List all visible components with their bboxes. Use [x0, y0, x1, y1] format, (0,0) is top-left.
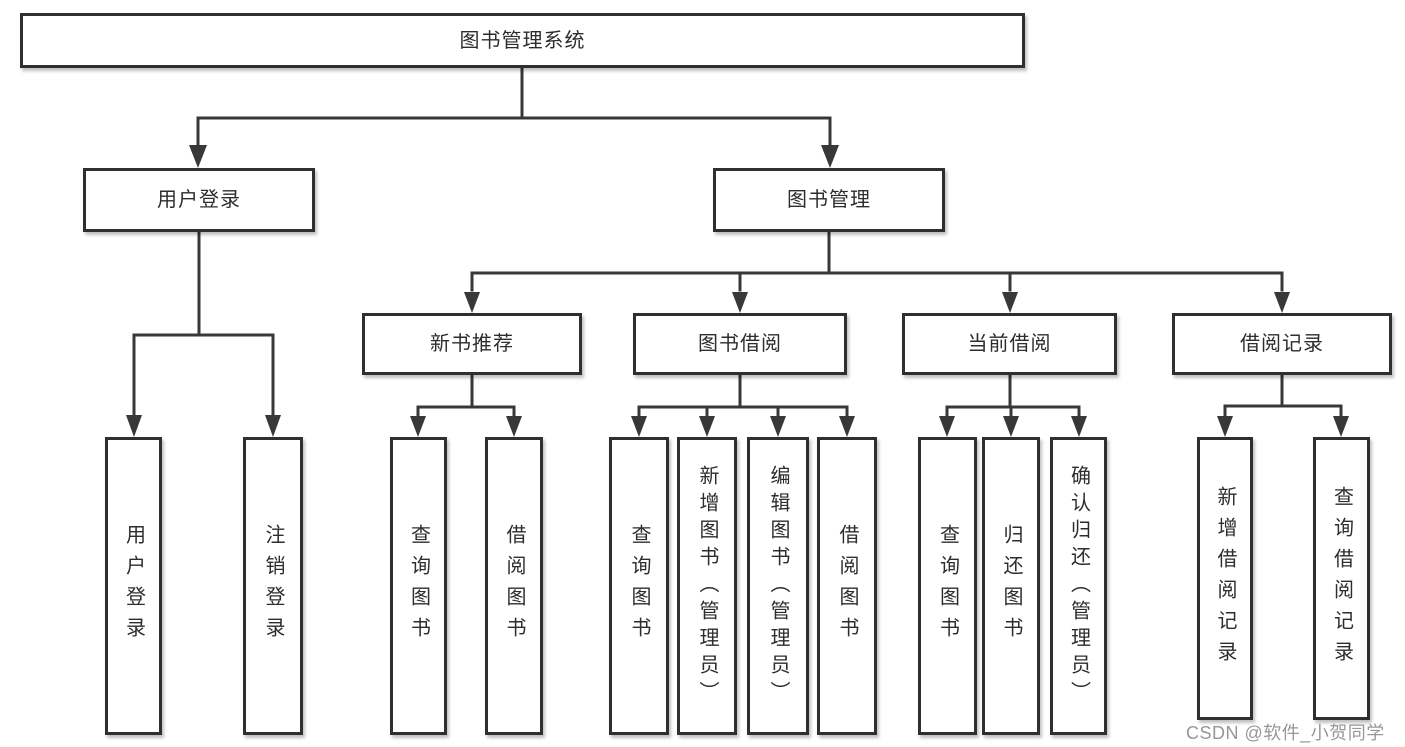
leaf-logout: 注销登录 [243, 437, 303, 735]
node-root: 图书管理系统 [20, 13, 1025, 68]
leaf-query-books-current-label: 查询图书 [936, 524, 959, 648]
leaf-query-books-borrow-label: 查询图书 [628, 524, 650, 648]
leaf-query-books-current: 查询图书 [918, 437, 977, 735]
leaf-add-borrow-record-label: 新增借阅记录 [1214, 485, 1236, 672]
node-user-login-label: 用户登录 [157, 189, 241, 211]
leaf-return-books: 归还图书 [982, 437, 1040, 735]
node-book-management: 图书管理 [713, 168, 945, 232]
connector-userlogin-rail [132, 333, 275, 416]
node-new-book-recommend-label: 新书推荐 [430, 333, 514, 355]
node-book-borrow-label: 图书借阅 [698, 333, 782, 355]
leaf-query-books-recommend: 查询图书 [390, 437, 447, 735]
connector-borrowrecord-rail [1223, 404, 1343, 417]
node-book-management-label: 图书管理 [787, 189, 871, 211]
node-current-borrow-label: 当前借阅 [967, 333, 1052, 355]
arrowheads [126, 145, 1349, 437]
connector-bookmgmt-rail [470, 271, 1284, 292]
leaf-borrow-books: 借阅图书 [817, 437, 877, 735]
connector-currentborrow-rail [945, 405, 1081, 417]
leaf-add-books-admin: 新增图书（管理员） [677, 437, 737, 735]
leaf-borrow-books-recommend: 借阅图书 [485, 437, 543, 735]
node-new-book-recommend: 新书推荐 [362, 313, 582, 375]
node-current-borrow: 当前借阅 [902, 313, 1117, 375]
leaf-logout-label: 注销登录 [262, 524, 284, 648]
connector-newbook-rail [416, 405, 516, 417]
node-borrow-record: 借阅记录 [1172, 313, 1392, 375]
leaf-query-borrow-record: 查询借阅记录 [1313, 437, 1370, 720]
leaf-confirm-return-admin-label: 确认归还（管理员） [1067, 464, 1090, 708]
leaf-user-login-label: 用户登录 [122, 524, 145, 648]
leaf-query-borrow-record-label: 查询借阅记录 [1330, 485, 1353, 672]
node-borrow-record-label: 借阅记录 [1240, 333, 1324, 355]
leaf-borrow-books-label: 借阅图书 [836, 524, 858, 648]
leaf-edit-books-admin: 编辑图书（管理员） [747, 437, 809, 735]
leaf-query-books-borrow: 查询图书 [609, 437, 669, 735]
node-user-login: 用户登录 [83, 168, 315, 232]
watermark-text: CSDN @软件_小贺同学 [1186, 723, 1385, 743]
leaf-confirm-return-admin: 确认归还（管理员） [1050, 437, 1107, 735]
node-book-borrow: 图书借阅 [633, 313, 847, 375]
watermark: CSDN @软件_小贺同学 [1186, 719, 1385, 745]
leaf-query-books-recommend-label: 查询图书 [407, 524, 430, 648]
leaf-return-books-label: 归还图书 [1000, 524, 1022, 648]
leaf-add-books-admin-label: 新增图书（管理员） [696, 464, 718, 708]
node-root-label: 图书管理系统 [459, 29, 586, 52]
leaf-add-borrow-record: 新增借阅记录 [1197, 437, 1253, 720]
connector-root-rail [196, 116, 832, 146]
leaf-user-login: 用户登录 [105, 437, 162, 735]
leaf-edit-books-admin-label: 编辑图书（管理员） [767, 464, 789, 708]
connector-bookborrow-rail [637, 405, 849, 417]
leaf-borrow-books-recommend-label: 借阅图书 [503, 524, 525, 648]
